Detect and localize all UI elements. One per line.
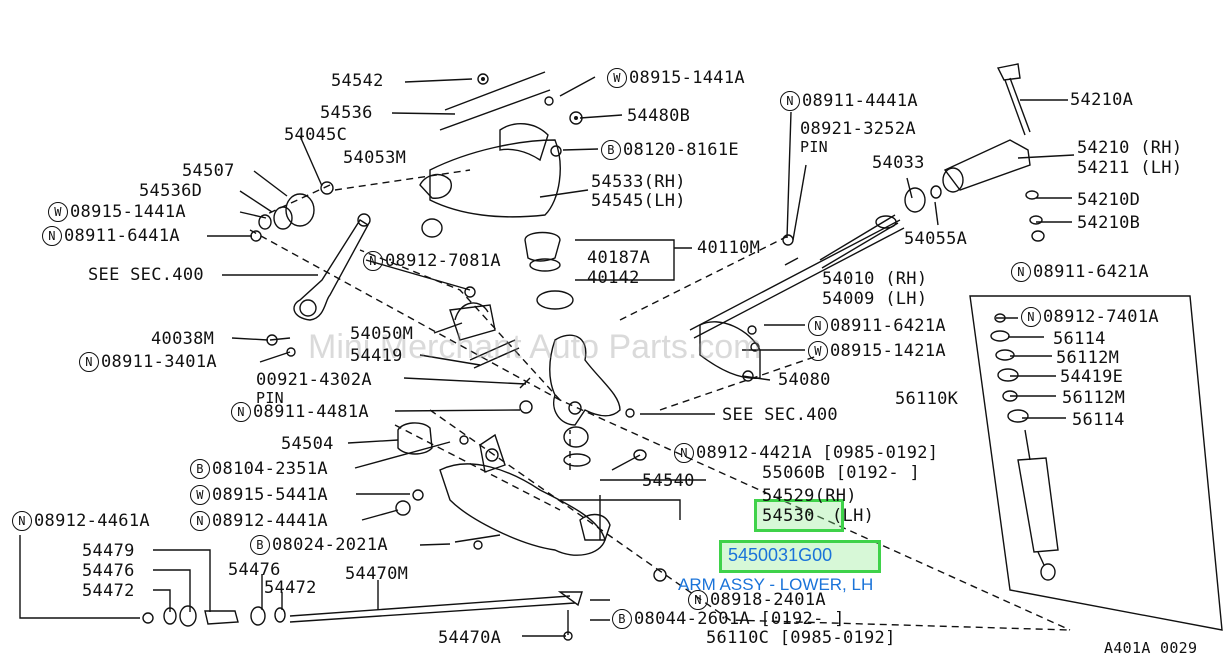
label-see-sec-400-right: SEE SEC.400 (722, 405, 838, 425)
label-54472-mid: 54472 (264, 578, 317, 598)
label-54419e: 54419E (1060, 367, 1124, 387)
label-54470a: 54470A (438, 628, 502, 648)
nut-mark-icon: N (1011, 262, 1031, 282)
label-54210a: 54210A (1070, 90, 1134, 110)
label-54479: 54479 (82, 541, 135, 561)
label-54480b: 54480B (627, 106, 691, 126)
label-40110m: 40110M (697, 238, 761, 258)
highlight-part-number[interactable]: 5450031G00 (728, 545, 833, 565)
watermark: Mini Merchant Auto Parts.com (308, 328, 762, 366)
label-54080: 54080 (778, 370, 831, 390)
label-54009: 54009 (LH) (822, 289, 928, 309)
nut-mark-icon: N (1021, 307, 1041, 327)
bolt-mark-icon: B (250, 535, 270, 555)
label-54545: 54545(LH) (591, 191, 686, 211)
label-54536d: 54536D (139, 181, 203, 201)
label-54010: 54010 (RH) (822, 269, 928, 289)
label-40038m: 40038M (151, 329, 215, 349)
nut-mark-icon: N (42, 226, 62, 246)
label-54050m: 54050M (350, 324, 414, 344)
label-55060b: 55060B [0192- ] (762, 463, 921, 483)
label-54536: 54536 (320, 103, 373, 123)
label-40187a: 40187A (587, 248, 651, 268)
label-54033: 54033 (872, 153, 925, 173)
nut-mark-icon: N (688, 590, 708, 610)
label-54542: 54542 (331, 71, 384, 91)
label-54507: 54507 (182, 161, 235, 181)
bolt-mark-icon: B (612, 609, 632, 629)
nut-mark-icon: N (12, 511, 32, 531)
label-54210: 54210 (RH) (1077, 138, 1183, 158)
label-56110k: 56110K (895, 389, 959, 409)
nut-mark-icon: N (79, 352, 99, 372)
washer-mark-icon: W (48, 202, 68, 222)
label-08921-3252a: 08921-3252A (800, 119, 916, 139)
label-54529: 54529(RH) (762, 486, 857, 506)
label-54504: 54504 (281, 434, 334, 454)
label-40142: 40142 (587, 268, 640, 288)
label-54045c: 54045C (284, 125, 348, 145)
label-see-sec-400-left: SEE SEC.400 (88, 265, 204, 285)
label-pin-top: PIN (800, 138, 828, 156)
label-54210b: 54210B (1077, 213, 1141, 233)
label-54053m: 54053M (343, 148, 407, 168)
highlight-box-callout (754, 499, 844, 532)
label-54476-left: 54476 (82, 561, 135, 581)
label-54419: 54419 (350, 346, 403, 366)
label-54476-mid: 54476 (228, 560, 281, 580)
label-54530-callout: 54530 (762, 506, 815, 526)
washer-mark-icon: W (190, 485, 210, 505)
label-54540: 54540 (642, 471, 695, 491)
nut-mark-icon: N (780, 91, 800, 111)
highlight-box-part-number (719, 540, 881, 573)
figure-code: A401A 0029 (1104, 639, 1198, 657)
nut-mark-icon: N (231, 402, 251, 422)
label-54530-lh: (LH) (832, 506, 875, 526)
label-56112m-bottom: 56112M (1062, 388, 1126, 408)
label-54472-left: 54472 (82, 581, 135, 601)
label-56110c: 56110C [0985-0192] (706, 628, 896, 648)
bolt-mark-icon: B (601, 140, 621, 160)
nut-mark-icon: N (674, 443, 694, 463)
nut-mark-icon: N (363, 251, 383, 271)
label-54470m: 54470M (345, 564, 409, 584)
label-56114-top: 56114 (1053, 329, 1106, 349)
label-54210d: 54210D (1077, 190, 1141, 210)
nut-mark-icon: N (808, 316, 828, 336)
label-54533: 54533(RH) (591, 172, 686, 192)
washer-mark-icon: W (808, 341, 828, 361)
washer-mark-icon: W (607, 68, 627, 88)
bolt-mark-icon: B (190, 459, 210, 479)
label-54211: 54211 (LH) (1077, 158, 1183, 178)
label-54055a: 54055A (904, 229, 968, 249)
label-00921-4302a: 00921-4302A (256, 370, 372, 390)
highlight-part-description[interactable]: ARM ASSY - LOWER, LH (678, 575, 874, 594)
label-56114-bottom: 56114 (1072, 410, 1125, 430)
label-pin-mid: PIN (256, 389, 284, 407)
nut-mark-icon: N (190, 511, 210, 531)
label-56112m-top: 56112M (1056, 348, 1120, 368)
